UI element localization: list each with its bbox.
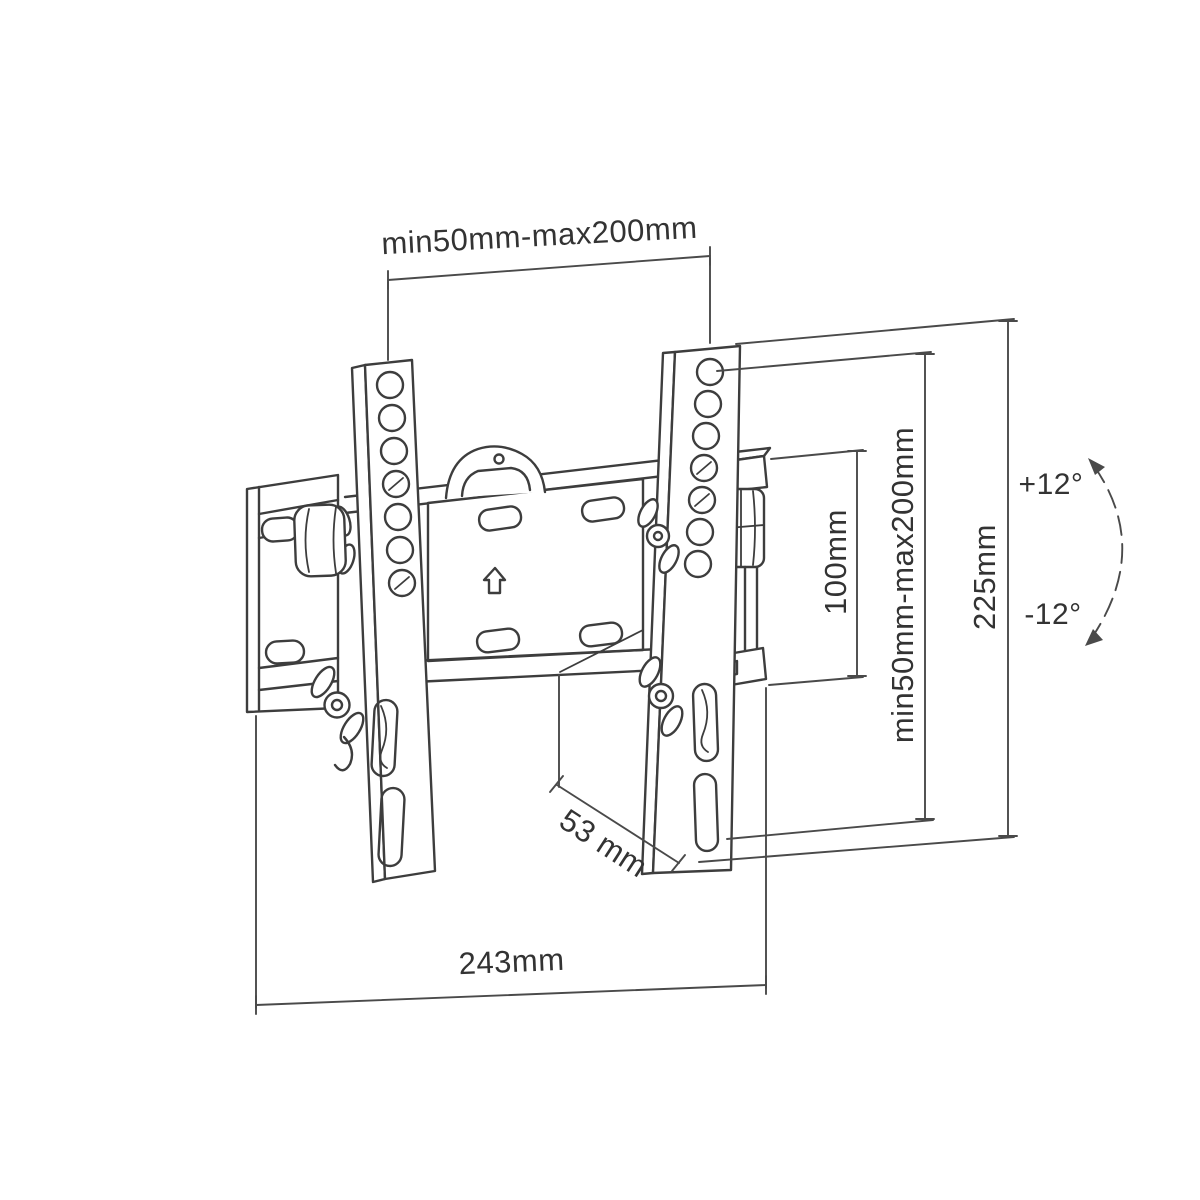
bracket-height-dimension (698, 318, 1018, 863)
bracket-hole (375, 370, 405, 400)
bracket-slot (692, 772, 720, 853)
wing-petal (637, 498, 659, 528)
bracket-hole (383, 502, 413, 532)
extension-line (768, 676, 864, 686)
total-width-label: 243mm (458, 942, 565, 982)
bracket-hole (377, 403, 407, 433)
wing-petal (638, 656, 662, 688)
bracket-slot (370, 698, 399, 778)
wing-hub-center (654, 689, 668, 703)
left-knob (260, 503, 356, 578)
bracket-hole (695, 357, 725, 387)
latch-outer (444, 445, 547, 500)
tilt-annotation (1085, 458, 1124, 646)
wing-petal (660, 705, 684, 737)
tilt-up-label: +12° (1019, 468, 1084, 501)
bracket-hole (683, 549, 713, 579)
extension-line (735, 318, 1015, 345)
arrowhead-down (1085, 629, 1103, 646)
left-end-plate-band (257, 656, 340, 670)
left-knob-contour (332, 506, 337, 574)
extension-line (698, 836, 1015, 863)
side-span-dimension (716, 351, 935, 840)
right-wing-screw-bottom (638, 656, 684, 737)
wing-petal (339, 711, 365, 745)
vesa-height-label: 100mm (818, 509, 853, 615)
bottom-rail-accent (559, 629, 644, 673)
plate-face (426, 477, 645, 663)
arrowhead-up (1088, 458, 1105, 475)
left-wing-screw (310, 665, 365, 772)
dimension-line (255, 984, 767, 1006)
bracket-hole (387, 568, 417, 598)
extension-line (726, 819, 934, 840)
left-knob-body (293, 503, 347, 578)
screw-slot-mark (694, 493, 710, 507)
latch-pin (493, 453, 505, 465)
side-span-label: min50mm-max200mm (885, 427, 920, 743)
screw-slot-mark (696, 461, 712, 475)
wing-hub (645, 523, 671, 549)
right-knob-contour (752, 490, 756, 566)
extension-line (716, 351, 932, 372)
left-end-plate-band (257, 498, 340, 516)
latch-inner (460, 466, 532, 498)
plate-slot (475, 627, 521, 654)
wing-petal (658, 544, 680, 574)
bracket-hole (379, 436, 409, 466)
wing-hub (323, 691, 351, 719)
bracket-hole (385, 535, 415, 565)
top-span-dimension (387, 246, 711, 361)
slot-reflection (379, 705, 388, 769)
bracket-hole (687, 485, 717, 515)
wing-hub (647, 682, 675, 710)
bottom-rail-line-2 (412, 668, 662, 684)
bracket-hole (691, 421, 721, 451)
plate-slot (580, 496, 626, 523)
safety-hook (333, 735, 354, 772)
tick (549, 775, 564, 793)
slot-reflection (700, 689, 709, 753)
plate-slot (477, 505, 523, 532)
bracket-hole (685, 517, 715, 547)
wing-petal (310, 665, 336, 699)
bracket-hole (693, 389, 723, 419)
bracket-slot (691, 682, 720, 763)
wing-hub-center (330, 698, 344, 712)
left-tv-bracket (350, 358, 437, 884)
plate-slot (578, 621, 624, 648)
right-wing-screw-top (637, 498, 680, 574)
up-arrow-icon (482, 566, 507, 595)
tilt-down-label: -12° (1024, 598, 1081, 631)
left-end-plate-slot (264, 639, 306, 665)
wing-hub-center (652, 530, 664, 542)
bracket-hole (381, 469, 411, 499)
top-span-label: min50mm-max200mm (381, 210, 699, 262)
tick (671, 854, 686, 872)
bracket-hole (689, 453, 719, 483)
left-knob-contour (304, 508, 310, 573)
tilt-arc (1090, 465, 1124, 640)
dimension-annotations (255, 246, 1124, 1015)
dimension-line (556, 784, 680, 864)
width-dimension (255, 687, 767, 1015)
bracket-slot (377, 786, 406, 868)
vesa-height-dimension (768, 449, 867, 686)
screw-slot-mark (394, 576, 410, 590)
depth-dimension (549, 674, 686, 872)
dimension-line (387, 255, 711, 281)
wall-plate (343, 445, 674, 684)
right-tv-bracket (640, 344, 742, 876)
screw-slot-mark (388, 477, 404, 491)
wall-mount-drawing (245, 344, 772, 884)
bracket-height-label: 225mm (967, 524, 1002, 630)
bottom-rail-line-1 (410, 647, 662, 663)
